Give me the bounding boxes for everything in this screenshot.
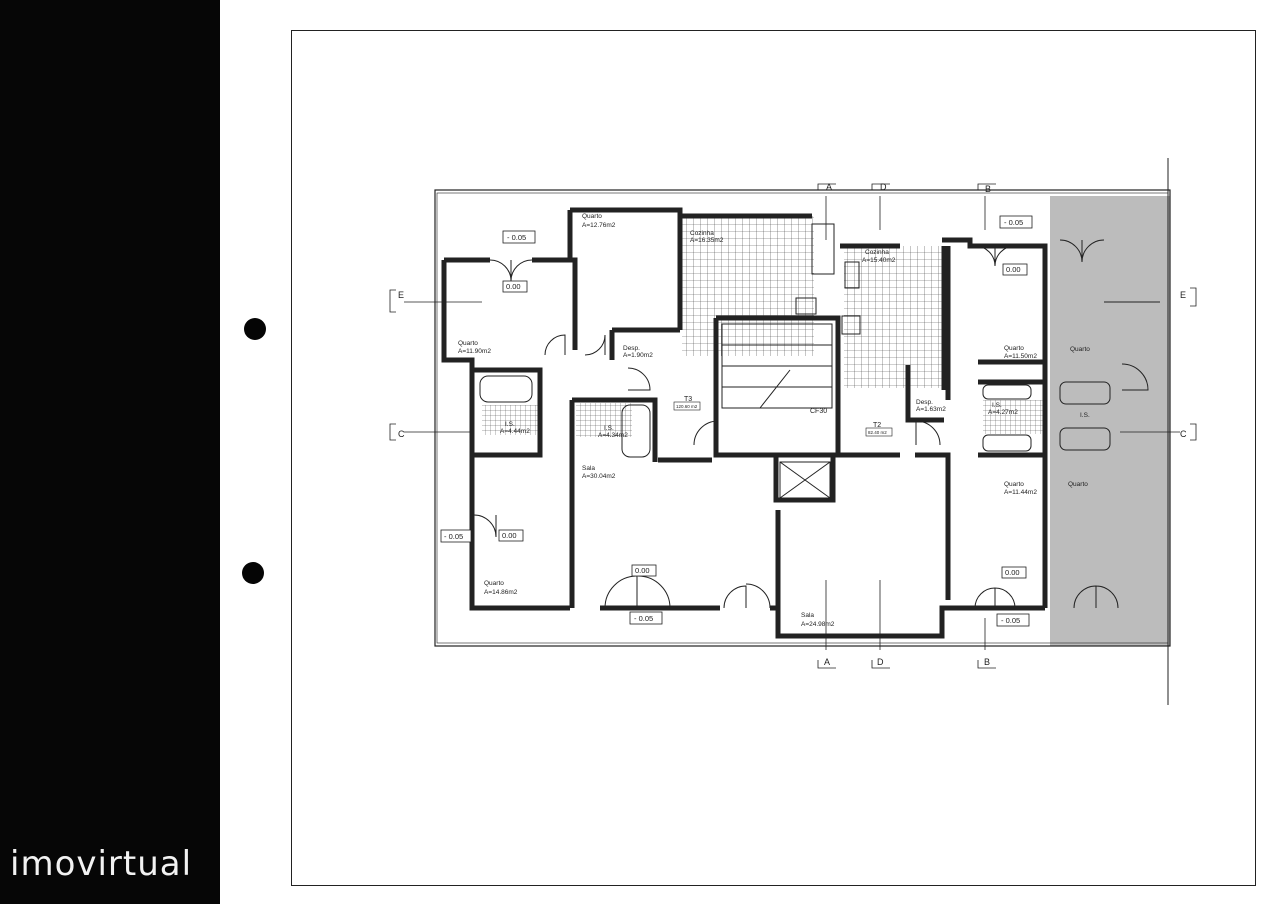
svg-text:Quarto: Quarto	[484, 580, 504, 587]
svg-text:A=15.40m2: A=15.40m2	[862, 257, 896, 264]
unit-t3-label: T3	[684, 396, 692, 403]
svg-text:A=14.86m2: A=14.86m2	[484, 589, 518, 596]
room-quarto-far-bottom: Quarto	[1068, 481, 1088, 488]
drawing-border	[291, 30, 1256, 886]
unit-t2-label: T2	[873, 422, 881, 429]
svg-text:Desp.: Desp.	[623, 345, 640, 352]
section-b-top: B	[985, 184, 991, 194]
svg-text:Quarto: Quarto	[1004, 345, 1024, 352]
fixtures	[473, 223, 1160, 609]
section-a-bottom: A	[824, 657, 830, 667]
room-is-right: I.S.A=4.27m2	[988, 402, 1018, 416]
svg-text:0.00: 0.00	[1006, 265, 1021, 274]
svg-text:0.00: 0.00	[635, 566, 650, 575]
svg-text:Quarto: Quarto	[1004, 481, 1024, 488]
svg-text:A=12.76m2: A=12.76m2	[582, 222, 616, 229]
svg-text:Sala: Sala	[582, 465, 595, 472]
svg-text:0.00: 0.00	[502, 531, 517, 540]
level-box: - 0.05	[999, 215, 1033, 229]
walls	[441, 207, 1048, 639]
level-box: 0.00	[502, 280, 528, 293]
svg-text:Quarto: Quarto	[458, 340, 478, 347]
unit-t3-area: 120.60 m2	[676, 404, 698, 409]
svg-text:I.S.: I.S.	[992, 402, 1002, 409]
svg-text:I.S.: I.S.	[604, 425, 614, 432]
svg-text:A=4.27m2: A=4.27m2	[988, 409, 1018, 416]
room-quarto-far-top: Quarto	[1070, 346, 1090, 353]
room-desp-right: Desp.A=1.63m2	[916, 399, 946, 413]
room-is-left2: I.S.A=4.34m2	[598, 425, 628, 439]
adjacent-building-shade	[1050, 196, 1170, 646]
section-d-bottom: D	[877, 657, 884, 667]
section-e-left: E	[398, 290, 404, 300]
section-c-left: C	[398, 429, 405, 439]
punch-hole	[244, 318, 266, 340]
unit-t2-area: 82.40 m2	[868, 430, 887, 435]
svg-text:Quarto: Quarto	[582, 213, 602, 220]
room-is-left1: I.S.A=4.44m2	[500, 421, 530, 435]
level-box: - 0.05	[440, 529, 472, 543]
level-box: - 0.05	[996, 613, 1030, 627]
svg-text:Cozinha: Cozinha	[865, 249, 889, 256]
section-c-right: C	[1180, 429, 1187, 439]
svg-text:0.00: 0.00	[1005, 568, 1020, 577]
svg-text:A=4.34m2: A=4.34m2	[598, 432, 628, 439]
svg-text:Quarto: Quarto	[1068, 481, 1088, 488]
level-box: 0.00	[631, 564, 657, 577]
building-outline	[434, 189, 1171, 647]
svg-text:A=4.44m2: A=4.44m2	[500, 428, 530, 435]
section-b-bottom: B	[984, 657, 990, 667]
svg-text:Quarto: Quarto	[1070, 346, 1090, 353]
svg-text:- 0.05: - 0.05	[634, 614, 653, 623]
stair-label: CF30	[810, 408, 827, 415]
svg-text:- 0.05: - 0.05	[1001, 616, 1020, 625]
room-desp-left: Desp.A=1.90m2	[623, 345, 653, 359]
svg-text:A=24.98m2: A=24.98m2	[801, 621, 835, 628]
room-is-far: I.S.	[1080, 412, 1090, 419]
level-box: 0.00	[498, 529, 524, 542]
svg-text:A=30.04m2: A=30.04m2	[582, 473, 616, 480]
svg-text:I.S.: I.S.	[505, 421, 515, 428]
svg-text:Cozinha: Cozinha	[690, 230, 714, 237]
level-box: 0.00	[1001, 566, 1027, 579]
svg-text:- 0.05: - 0.05	[444, 532, 463, 541]
svg-text:- 0.05: - 0.05	[1004, 218, 1023, 227]
svg-text:A=11.50m2: A=11.50m2	[1004, 353, 1037, 360]
section-a-top: A	[826, 182, 832, 192]
svg-text:A=16.35m2: A=16.35m2	[690, 237, 724, 244]
svg-text:Sala: Sala	[801, 612, 814, 619]
svg-text:A=1.63m2: A=1.63m2	[916, 406, 946, 413]
svg-text:I.S.: I.S.	[1080, 412, 1090, 419]
svg-text:Desp.: Desp.	[916, 399, 933, 406]
level-box: - 0.05	[629, 611, 663, 625]
watermark-logo: imovirtual	[10, 844, 193, 884]
scan-dark-edge	[0, 0, 220, 904]
svg-text:0.00: 0.00	[506, 282, 521, 291]
section-cut-lines	[389, 183, 1197, 669]
tiled-floors	[482, 216, 1043, 437]
svg-text:A=11.90m2: A=11.90m2	[458, 348, 491, 355]
level-box: - 0.05	[502, 230, 536, 244]
section-d-top: D	[880, 182, 887, 192]
svg-text:- 0.05: - 0.05	[507, 233, 526, 242]
svg-text:A=1.90m2: A=1.90m2	[623, 352, 653, 359]
section-e-right: E	[1180, 290, 1186, 300]
punch-hole	[242, 562, 264, 584]
svg-text:A=11.44m2: A=11.44m2	[1004, 489, 1037, 496]
level-box: 0.00	[1002, 263, 1028, 276]
